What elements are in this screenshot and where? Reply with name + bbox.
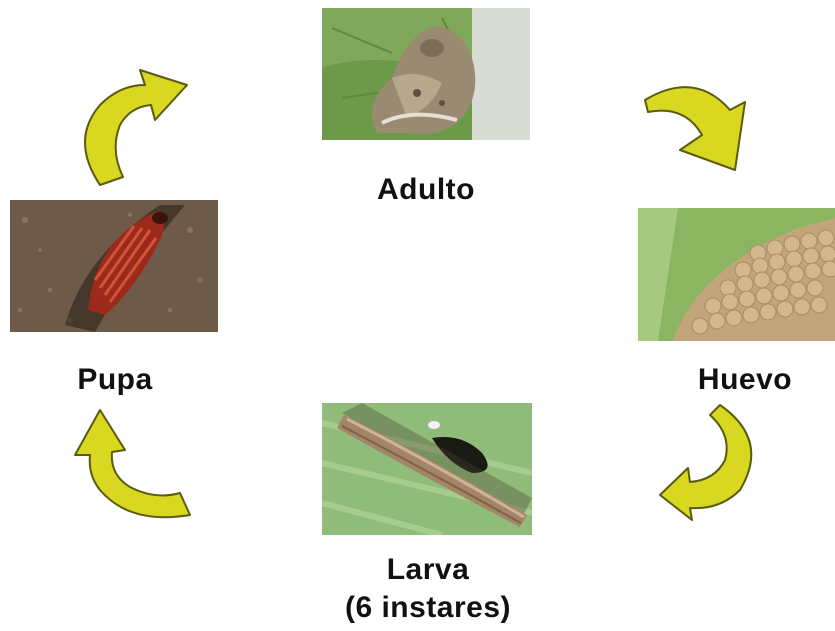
egg-label: Huevo xyxy=(660,362,830,398)
adult-moth-photo xyxy=(322,8,530,140)
arrow-larva-to-pupa-icon xyxy=(70,405,195,520)
arrow-pupa-to-adult-icon xyxy=(75,65,195,190)
pupa-label: Pupa xyxy=(40,362,190,398)
arrow-egg-to-larva-icon xyxy=(660,400,775,520)
larva-instars-label: (6 instares) xyxy=(298,590,558,626)
larva-label: Larva xyxy=(338,552,518,588)
adult-label: Adulto xyxy=(336,172,516,208)
arrow-adult-to-egg-icon xyxy=(640,70,755,185)
larva-photo xyxy=(322,403,532,535)
egg-cluster-photo xyxy=(638,208,835,341)
pupa-photo xyxy=(10,200,218,332)
